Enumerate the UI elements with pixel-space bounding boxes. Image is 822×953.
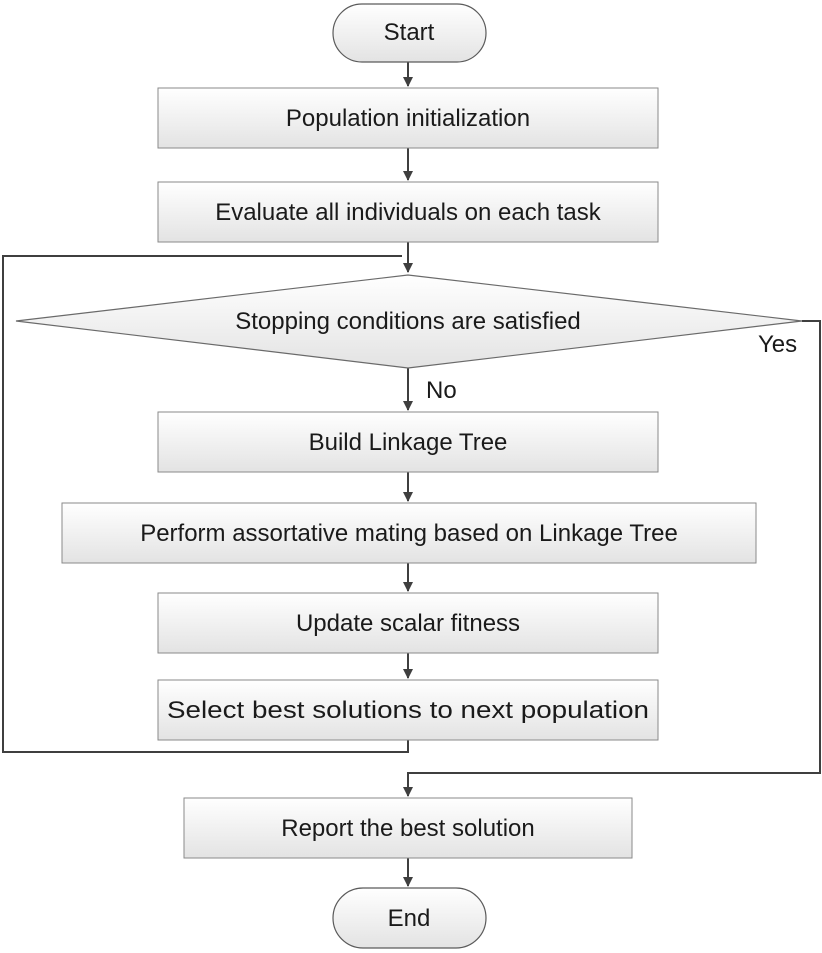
update-box xyxy=(157,592,659,654)
start-label: Start xyxy=(384,19,435,46)
start-shape xyxy=(332,3,487,63)
build-tree-box xyxy=(157,411,659,473)
edge-loop-back xyxy=(2,255,409,753)
decision-label: Stopping conditions are satisfied xyxy=(235,308,581,335)
node-population-init: Population initialization xyxy=(157,87,659,149)
population-init-box xyxy=(157,87,659,149)
end-shape xyxy=(332,887,487,949)
node-build-tree: Build Linkage Tree xyxy=(157,411,659,473)
report-box xyxy=(183,797,633,859)
select-label: Select best solutions to next population xyxy=(167,697,649,724)
population-init-label: Population initialization xyxy=(286,105,530,132)
edge-label-no: No xyxy=(426,377,457,404)
report-label: Report the best solution xyxy=(281,815,535,842)
decision-diamond xyxy=(15,274,803,369)
node-decision: Stopping conditions are satisfied xyxy=(15,274,803,369)
evaluate-label: Evaluate all individuals on each task xyxy=(215,199,602,226)
update-label: Update scalar fitness xyxy=(296,610,520,637)
node-select: Select best solutions to next population xyxy=(157,679,659,741)
edge-yes-to-report xyxy=(403,320,821,797)
select-box xyxy=(157,679,659,741)
node-end: End xyxy=(332,887,487,949)
mating-label: Perform assortative mating based on Link… xyxy=(140,520,678,547)
build-tree-label: Build Linkage Tree xyxy=(309,429,508,456)
end-label: End xyxy=(388,905,431,932)
node-start: Start xyxy=(332,3,487,63)
evaluate-box xyxy=(157,181,659,243)
node-mating: Perform assortative mating based on Link… xyxy=(61,502,757,564)
node-update: Update scalar fitness xyxy=(157,592,659,654)
node-report: Report the best solution xyxy=(183,797,633,859)
node-evaluate: Evaluate all individuals on each task xyxy=(157,181,659,243)
edge-label-yes: Yes xyxy=(758,331,797,358)
edges xyxy=(2,62,821,887)
mating-box xyxy=(61,502,757,564)
